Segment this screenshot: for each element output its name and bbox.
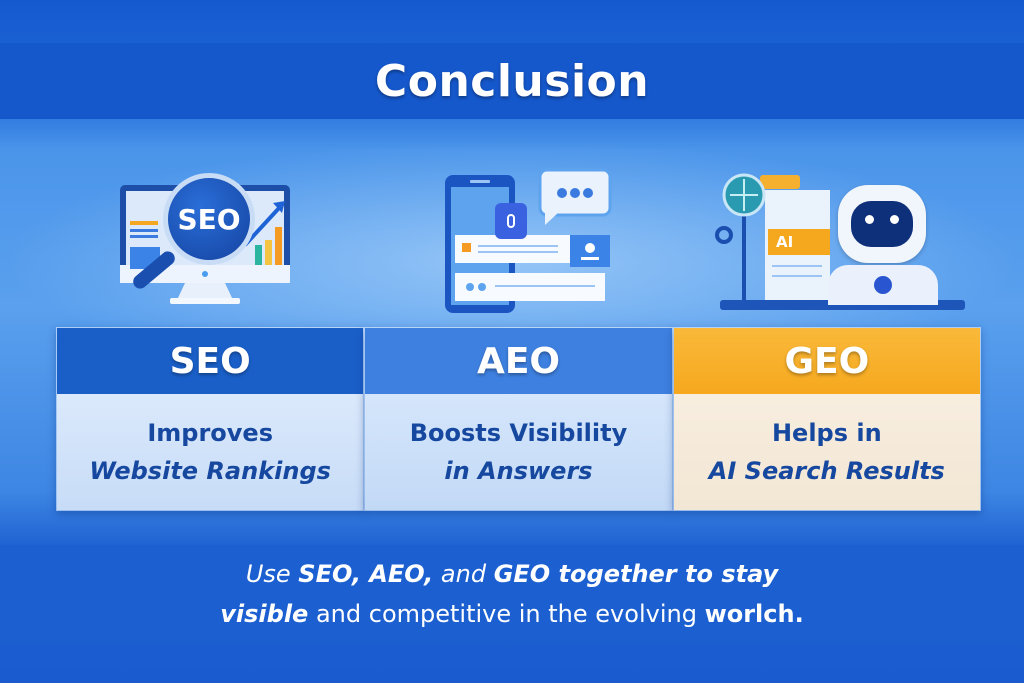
seo-badge-text: SEO xyxy=(177,202,241,236)
smartphone-icon xyxy=(445,168,612,313)
card-body: Boosts Visibility in Answers xyxy=(365,394,672,510)
card-line2: Website Rankings xyxy=(89,457,331,485)
tab-icon xyxy=(760,175,800,189)
ai-badge: AI xyxy=(768,229,830,255)
statement-line1: Use SEO, AEO, and GEO together to stay xyxy=(245,560,779,588)
play-icon xyxy=(874,276,892,294)
card-line2: in Answers xyxy=(444,457,593,485)
card-line1: Boosts Visibility xyxy=(409,419,628,447)
statement-line2: visible and competitive in the evolving … xyxy=(220,600,804,628)
robot-body xyxy=(828,265,938,305)
robot-icon xyxy=(838,185,926,263)
card-heading: GEO xyxy=(673,328,980,394)
geo-illustration: AI xyxy=(710,165,970,315)
card-body: Helps in AI Search Results xyxy=(673,394,980,510)
microphone-icon xyxy=(495,203,527,239)
cards-row: SEO Improves Website Rankings AEO Boosts… xyxy=(56,327,981,511)
card-heading: AEO xyxy=(365,328,672,394)
magnifier-icon: SEO xyxy=(163,173,255,265)
title-band: Conclusion xyxy=(0,43,1024,119)
card-geo: GEO Helps in AI Search Results xyxy=(672,327,981,511)
card-line1: Improves xyxy=(147,419,273,447)
card-aeo: AEO Boosts Visibility in Answers xyxy=(364,327,673,511)
aeo-illustration xyxy=(440,165,620,315)
card-body: Improves Website Rankings xyxy=(57,394,364,510)
conclusion-statement: Use SEO, AEO, and GEO together to stay v… xyxy=(0,545,1024,643)
seo-illustration: SEO xyxy=(115,165,295,310)
card-line1: Helps in xyxy=(771,419,882,447)
page-title: Conclusion xyxy=(374,55,650,107)
card-seo: SEO Improves Website Rankings xyxy=(56,327,365,511)
card-heading: SEO xyxy=(57,328,364,394)
card-line2: AI Search Results xyxy=(708,457,945,485)
